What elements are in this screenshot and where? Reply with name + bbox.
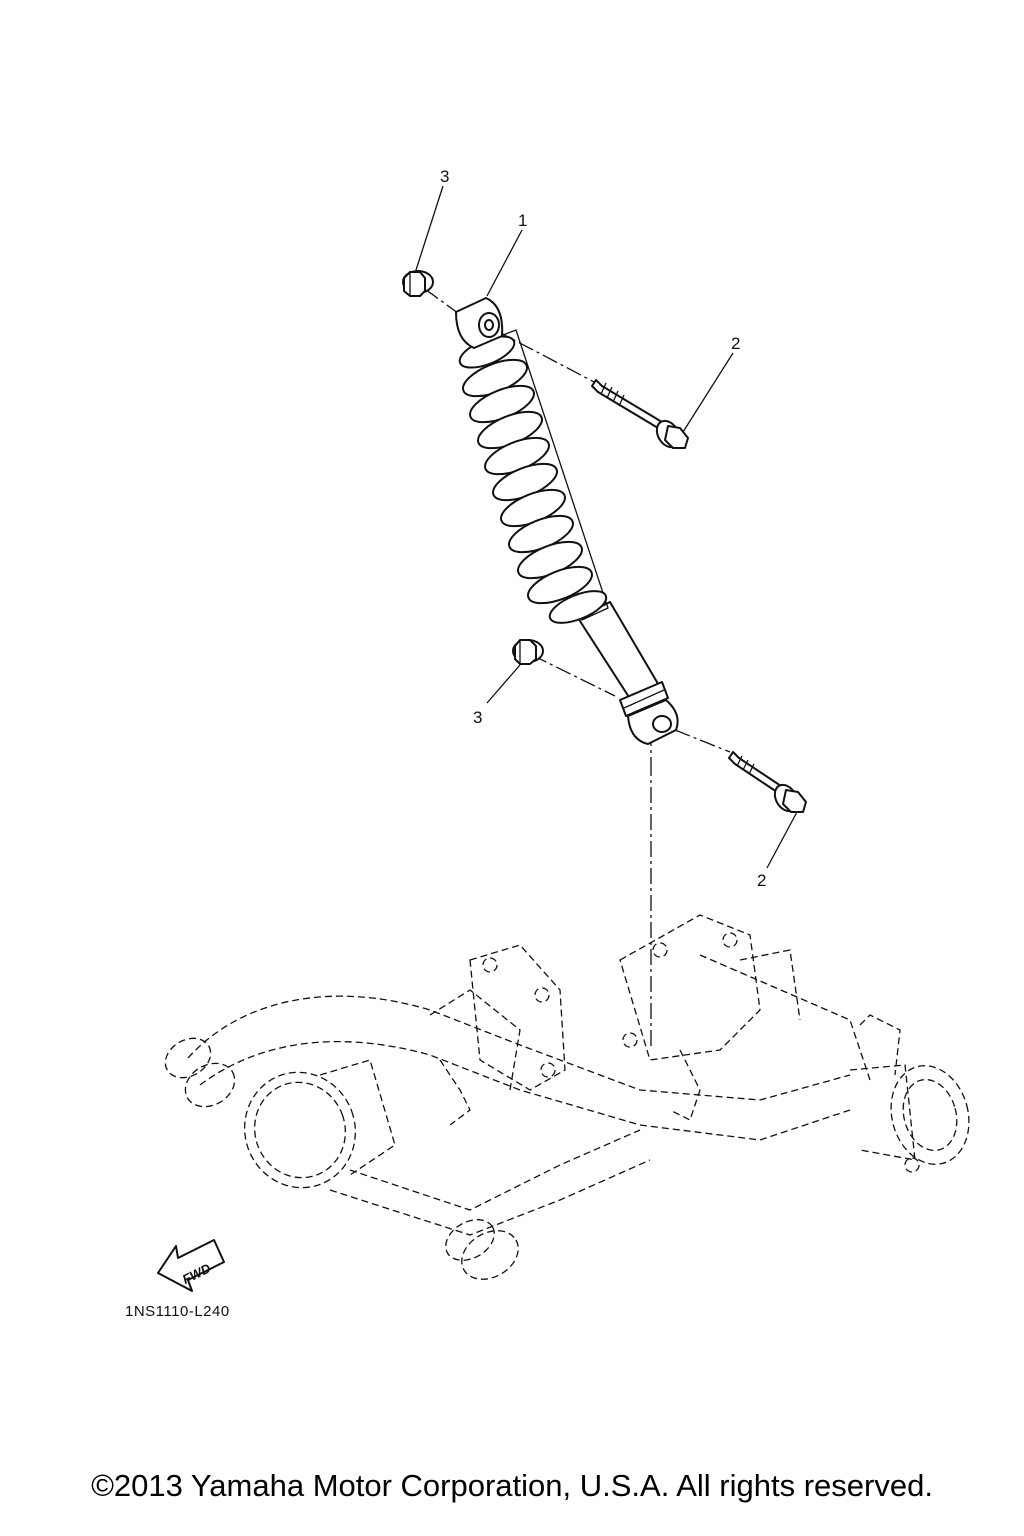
flange-nut-bottom <box>512 639 544 665</box>
drawing-code: 1NS1110-L240 <box>125 1303 230 1320</box>
callout-2-top: 2 <box>731 334 740 353</box>
callout-1: 1 <box>518 211 527 230</box>
rear-shock-absorber <box>455 297 679 745</box>
copyright-notice: ©2013 Yamaha Motor Corporation, U.S.A. A… <box>91 1468 933 1503</box>
leader-lines <box>415 185 798 869</box>
center-lines <box>424 288 731 1050</box>
bolt-top <box>591 379 689 449</box>
fwd-arrow: FWD <box>157 1239 225 1292</box>
bolt-bottom <box>728 751 807 813</box>
callout-2-bottom: 2 <box>757 871 766 890</box>
callout-3-top: 3 <box>440 167 449 186</box>
callout-3-bottom: 3 <box>473 708 482 727</box>
coil-spring <box>458 335 608 624</box>
swing-arm <box>164 914 970 1280</box>
flange-nut-top <box>402 270 434 297</box>
